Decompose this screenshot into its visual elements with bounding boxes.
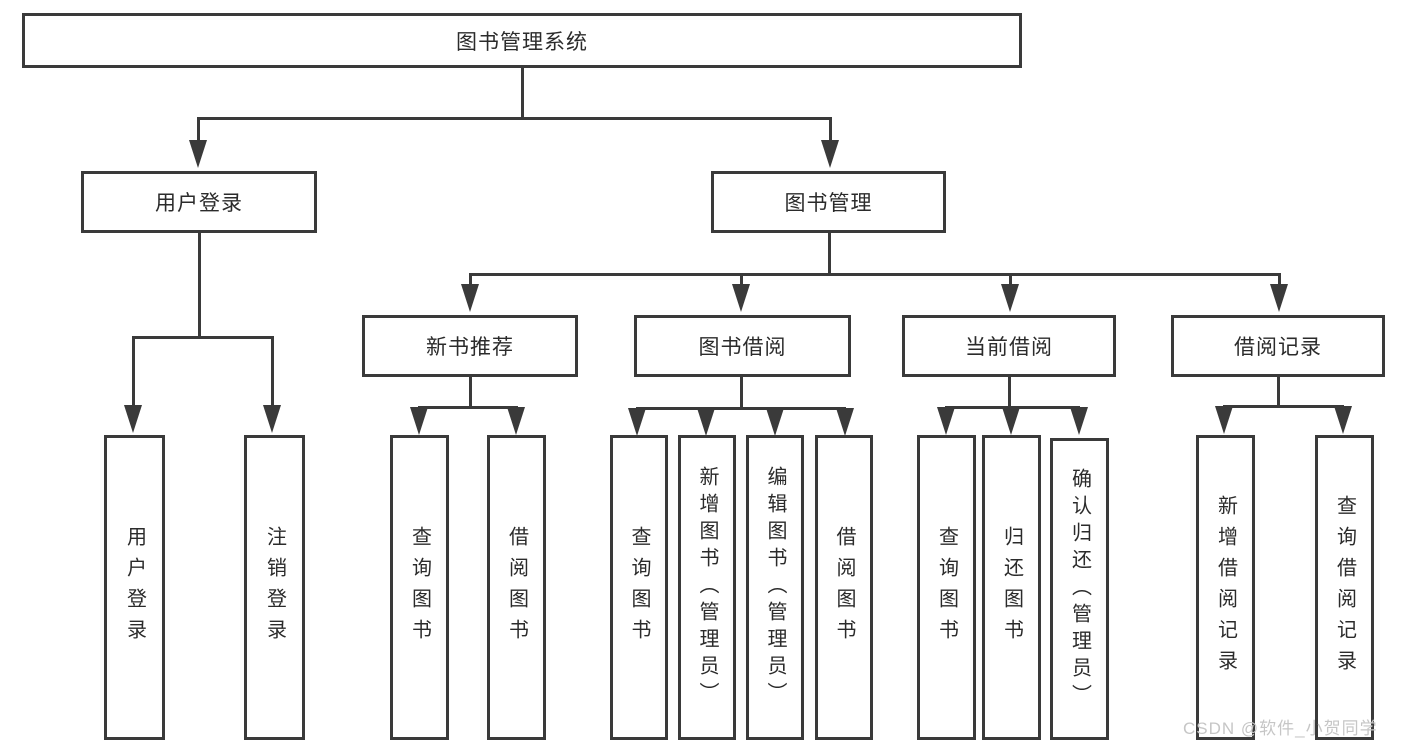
connector-root-stem bbox=[521, 68, 524, 117]
leaf-label: 查询图书 bbox=[628, 525, 650, 650]
leaf-label: 借阅图书 bbox=[505, 525, 528, 650]
connector-book-mgmt-stem bbox=[828, 233, 831, 273]
connector-user-login-rail bbox=[132, 336, 274, 339]
arrowhead-icon bbox=[507, 407, 525, 435]
node-label: 用户登录 bbox=[155, 192, 243, 215]
connector-drop-book-mgmt bbox=[829, 117, 832, 143]
connector-group-rail bbox=[636, 407, 846, 410]
arrowhead-icon bbox=[697, 408, 715, 436]
leaf-query-books-borrow: 查询图书 bbox=[610, 435, 668, 740]
arrowhead-icon bbox=[1270, 284, 1288, 312]
connector-book-mgmt-rail bbox=[469, 273, 1281, 276]
node-label: 借阅记录 bbox=[1234, 336, 1322, 359]
arrowhead-icon bbox=[836, 408, 854, 436]
arrowhead-icon bbox=[124, 405, 142, 433]
node-borrowing-records: 借阅记录 bbox=[1171, 315, 1385, 377]
leaf-label: 查询借阅记录 bbox=[1333, 494, 1356, 681]
connector-group-stem bbox=[1008, 377, 1011, 406]
connector-drop-l3 bbox=[469, 273, 472, 286]
connector-root-rail bbox=[197, 117, 831, 120]
arrowhead-icon bbox=[410, 407, 428, 435]
leaf-user-login: 用户登录 bbox=[104, 435, 165, 740]
leaf-logout: 注销登录 bbox=[244, 435, 305, 740]
leaf-label: 新增借阅记录 bbox=[1214, 494, 1237, 681]
arrowhead-icon bbox=[628, 408, 646, 436]
connector-drop-leaf bbox=[132, 336, 135, 408]
connector-drop-l3 bbox=[740, 273, 743, 286]
leaf-label: 新增图书（管理员） bbox=[696, 466, 718, 709]
leaf-label: 注销登录 bbox=[263, 525, 286, 650]
connector-drop-l3 bbox=[1278, 273, 1281, 286]
leaf-borrow-books: 借阅图书 bbox=[815, 435, 873, 740]
leaf-label: 查询图书 bbox=[935, 525, 958, 650]
arrowhead-icon bbox=[1215, 406, 1233, 434]
leaf-label: 归还图书 bbox=[1000, 525, 1023, 650]
leaf-confirm-return-admin: 确认归还（管理员） bbox=[1050, 438, 1109, 740]
arrowhead-icon bbox=[821, 140, 839, 168]
leaf-query-books-recommend: 查询图书 bbox=[390, 435, 449, 740]
node-root-library-system: 图书管理系统 bbox=[22, 13, 1022, 68]
leaf-query-borrow-record: 查询借阅记录 bbox=[1315, 435, 1374, 740]
node-new-book-recommendation: 新书推荐 bbox=[362, 315, 578, 377]
arrowhead-icon bbox=[1001, 284, 1019, 312]
node-book-borrowing: 图书借阅 bbox=[634, 315, 851, 377]
node-label: 图书管理系统 bbox=[456, 30, 588, 54]
leaf-add-borrow-record: 新增借阅记录 bbox=[1196, 435, 1255, 740]
connector-drop-leaf bbox=[271, 336, 274, 408]
leaf-query-books-current: 查询图书 bbox=[917, 435, 976, 740]
node-label: 新书推荐 bbox=[426, 336, 514, 359]
connector-user-login-stem bbox=[198, 233, 201, 336]
leaf-label: 借阅图书 bbox=[833, 525, 855, 650]
connector-group-stem bbox=[1277, 377, 1280, 405]
arrowhead-icon bbox=[1334, 406, 1352, 434]
arrowhead-icon bbox=[766, 408, 784, 436]
connector-group-stem bbox=[740, 377, 743, 407]
connector-group-rail bbox=[1223, 405, 1344, 408]
node-book-management: 图书管理 bbox=[711, 171, 946, 233]
leaf-edit-books-admin: 编辑图书（管理员） bbox=[746, 435, 804, 740]
connector-drop-user-login bbox=[197, 117, 200, 143]
leaf-label: 确认归还（管理员） bbox=[1068, 467, 1091, 711]
csdn-watermark: CSDN @软件_小贺同学 bbox=[1183, 719, 1378, 738]
arrowhead-icon bbox=[189, 140, 207, 168]
leaf-return-books: 归还图书 bbox=[982, 435, 1041, 740]
arrowhead-icon bbox=[263, 405, 281, 433]
connector-group-rail bbox=[418, 406, 518, 409]
connector-drop-l3 bbox=[1009, 273, 1012, 286]
node-label: 当前借阅 bbox=[965, 336, 1053, 359]
arrowhead-icon bbox=[732, 284, 750, 312]
node-label: 图书借阅 bbox=[698, 336, 787, 359]
leaf-label: 用户登录 bbox=[123, 525, 146, 650]
arrowhead-icon bbox=[1070, 407, 1088, 435]
node-current-borrowing: 当前借阅 bbox=[902, 315, 1116, 377]
arrowhead-icon bbox=[461, 284, 479, 312]
connector-group-stem bbox=[469, 377, 472, 406]
arrowhead-icon bbox=[937, 407, 955, 435]
leaf-add-books-admin: 新增图书（管理员） bbox=[678, 435, 736, 740]
arrowhead-icon bbox=[1002, 407, 1020, 435]
node-user-login: 用户登录 bbox=[81, 171, 317, 233]
node-label: 图书管理 bbox=[784, 192, 873, 215]
leaf-label: 编辑图书（管理员） bbox=[764, 466, 786, 709]
leaf-borrow-books-recommend: 借阅图书 bbox=[487, 435, 546, 740]
leaf-label: 查询图书 bbox=[408, 525, 431, 650]
